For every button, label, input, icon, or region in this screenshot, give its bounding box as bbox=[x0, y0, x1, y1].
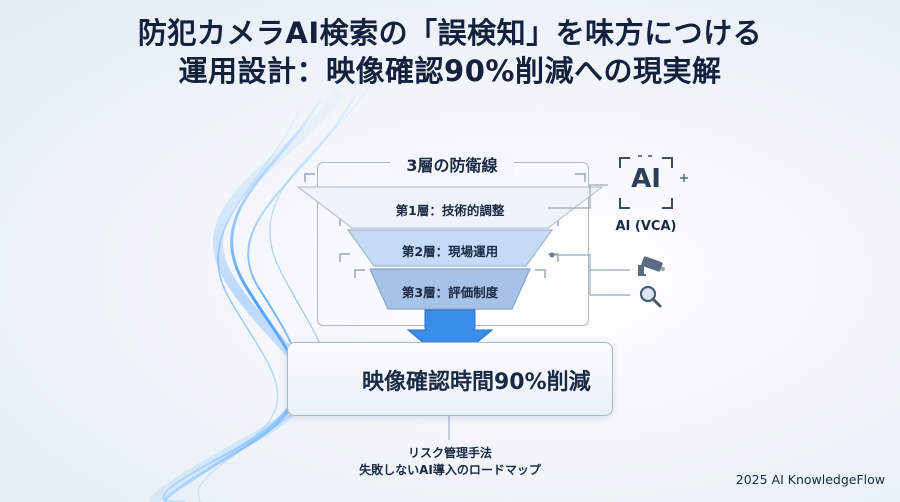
footer-subtitle: リスク管理手法 失敗しないAI導入のロードマップ bbox=[330, 445, 570, 479]
frame-title: 3層の防衛線 bbox=[390, 152, 514, 176]
title-line-2: 運用設計：映像確認90%削減への現実解 bbox=[178, 54, 722, 88]
layer-1-label: 第1層：技術的調整 bbox=[395, 203, 505, 218]
layer-2-shape bbox=[346, 229, 554, 267]
layer-3-label: 第3層：評価制度 bbox=[401, 285, 499, 300]
security-camera-icon bbox=[638, 256, 665, 276]
layer-1-shape bbox=[296, 186, 604, 229]
layer-3-shape bbox=[369, 268, 531, 310]
result-text: 映像確認時間90%削減 bbox=[362, 370, 591, 395]
layer-2-label: 第2層：現場運用 bbox=[401, 244, 499, 259]
ai-icon-text: AI bbox=[631, 164, 661, 194]
brand-credit: 2025 AI KnowledgeFlow bbox=[735, 472, 885, 487]
magnifier-icon bbox=[639, 285, 662, 308]
ai-chip-icon bbox=[619, 155, 688, 209]
footer-line-2: 失敗しないAI導入のロードマップ bbox=[359, 463, 541, 477]
title-line-1: 防犯カメラAI検索の「誤検知」を味方につける bbox=[137, 16, 763, 50]
result-box bbox=[287, 342, 613, 416]
footer-line-1: リスク管理手法 bbox=[407, 446, 492, 460]
ai-vca-label: AI (VCA) bbox=[615, 219, 677, 234]
page-title: 防犯カメラAI検索の「誤検知」を味方につける 運用設計：映像確認90%削減への現… bbox=[0, 14, 900, 90]
